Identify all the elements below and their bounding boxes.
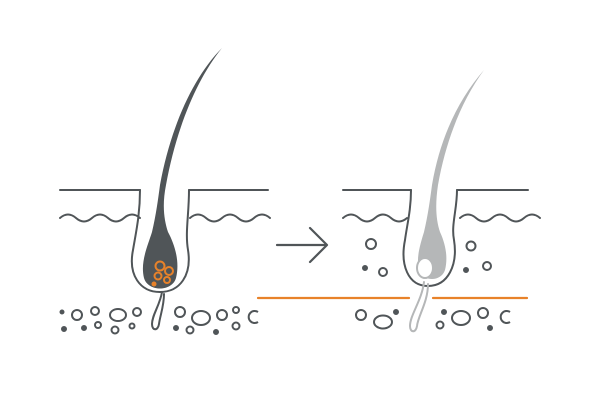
bubble — [365, 238, 377, 250]
bubble — [110, 325, 120, 335]
papilla-cell — [153, 271, 163, 281]
bubble — [487, 325, 493, 331]
dermis-wave-right — [459, 213, 541, 223]
papilla-cells — [153, 260, 174, 284]
follicle-sheath — [130, 189, 190, 293]
bubble-open — [499, 310, 511, 324]
bubble — [81, 325, 87, 331]
papilla-dot — [151, 281, 157, 287]
papilla-stalk-detached — [408, 281, 429, 333]
bubble — [90, 306, 100, 316]
hair-shaft-affected — [417, 70, 484, 279]
bubble — [94, 321, 102, 329]
bubble — [477, 307, 489, 319]
bubble — [373, 314, 393, 330]
bubble — [132, 307, 142, 317]
bubble — [435, 320, 445, 330]
bubble — [185, 325, 195, 335]
bubble — [71, 309, 83, 321]
bubble — [191, 310, 211, 326]
hair-shaft-healthy — [142, 48, 222, 289]
papilla-cell — [154, 260, 166, 272]
bubble — [128, 322, 136, 330]
bubble — [482, 261, 492, 271]
dermis-wave-right — [189, 213, 271, 223]
bubble — [174, 306, 186, 318]
bubble — [465, 240, 477, 252]
papilla-stalk — [151, 291, 165, 331]
dermis-wave-left — [342, 213, 408, 223]
bubble — [109, 308, 127, 322]
dermis-wave-left — [59, 213, 141, 223]
bubble — [441, 309, 447, 315]
healthy-follicle-panel — [59, 189, 271, 331]
arrow-right-icon — [275, 226, 329, 264]
papilla-cell — [164, 266, 174, 276]
bubble — [173, 325, 179, 331]
bubble — [355, 309, 367, 321]
papilla-cell — [163, 276, 171, 284]
bubble — [231, 321, 241, 331]
bubble — [59, 309, 65, 315]
bubble — [393, 309, 399, 315]
bubble — [213, 329, 219, 335]
bubble — [463, 267, 469, 273]
dermis-bubbles-right — [362, 238, 492, 277]
bubble — [232, 306, 240, 314]
detached-bulb — [416, 257, 434, 279]
bubble-open — [247, 310, 259, 324]
bubble — [451, 310, 471, 326]
subcutaneous-bubbles-right — [355, 307, 511, 331]
bubble — [378, 267, 388, 277]
bubble — [216, 309, 228, 321]
bubble — [61, 326, 67, 332]
bubble — [362, 265, 368, 271]
subcutaneous-bubbles-left — [59, 306, 259, 335]
detached-follicle-panel — [342, 189, 541, 287]
